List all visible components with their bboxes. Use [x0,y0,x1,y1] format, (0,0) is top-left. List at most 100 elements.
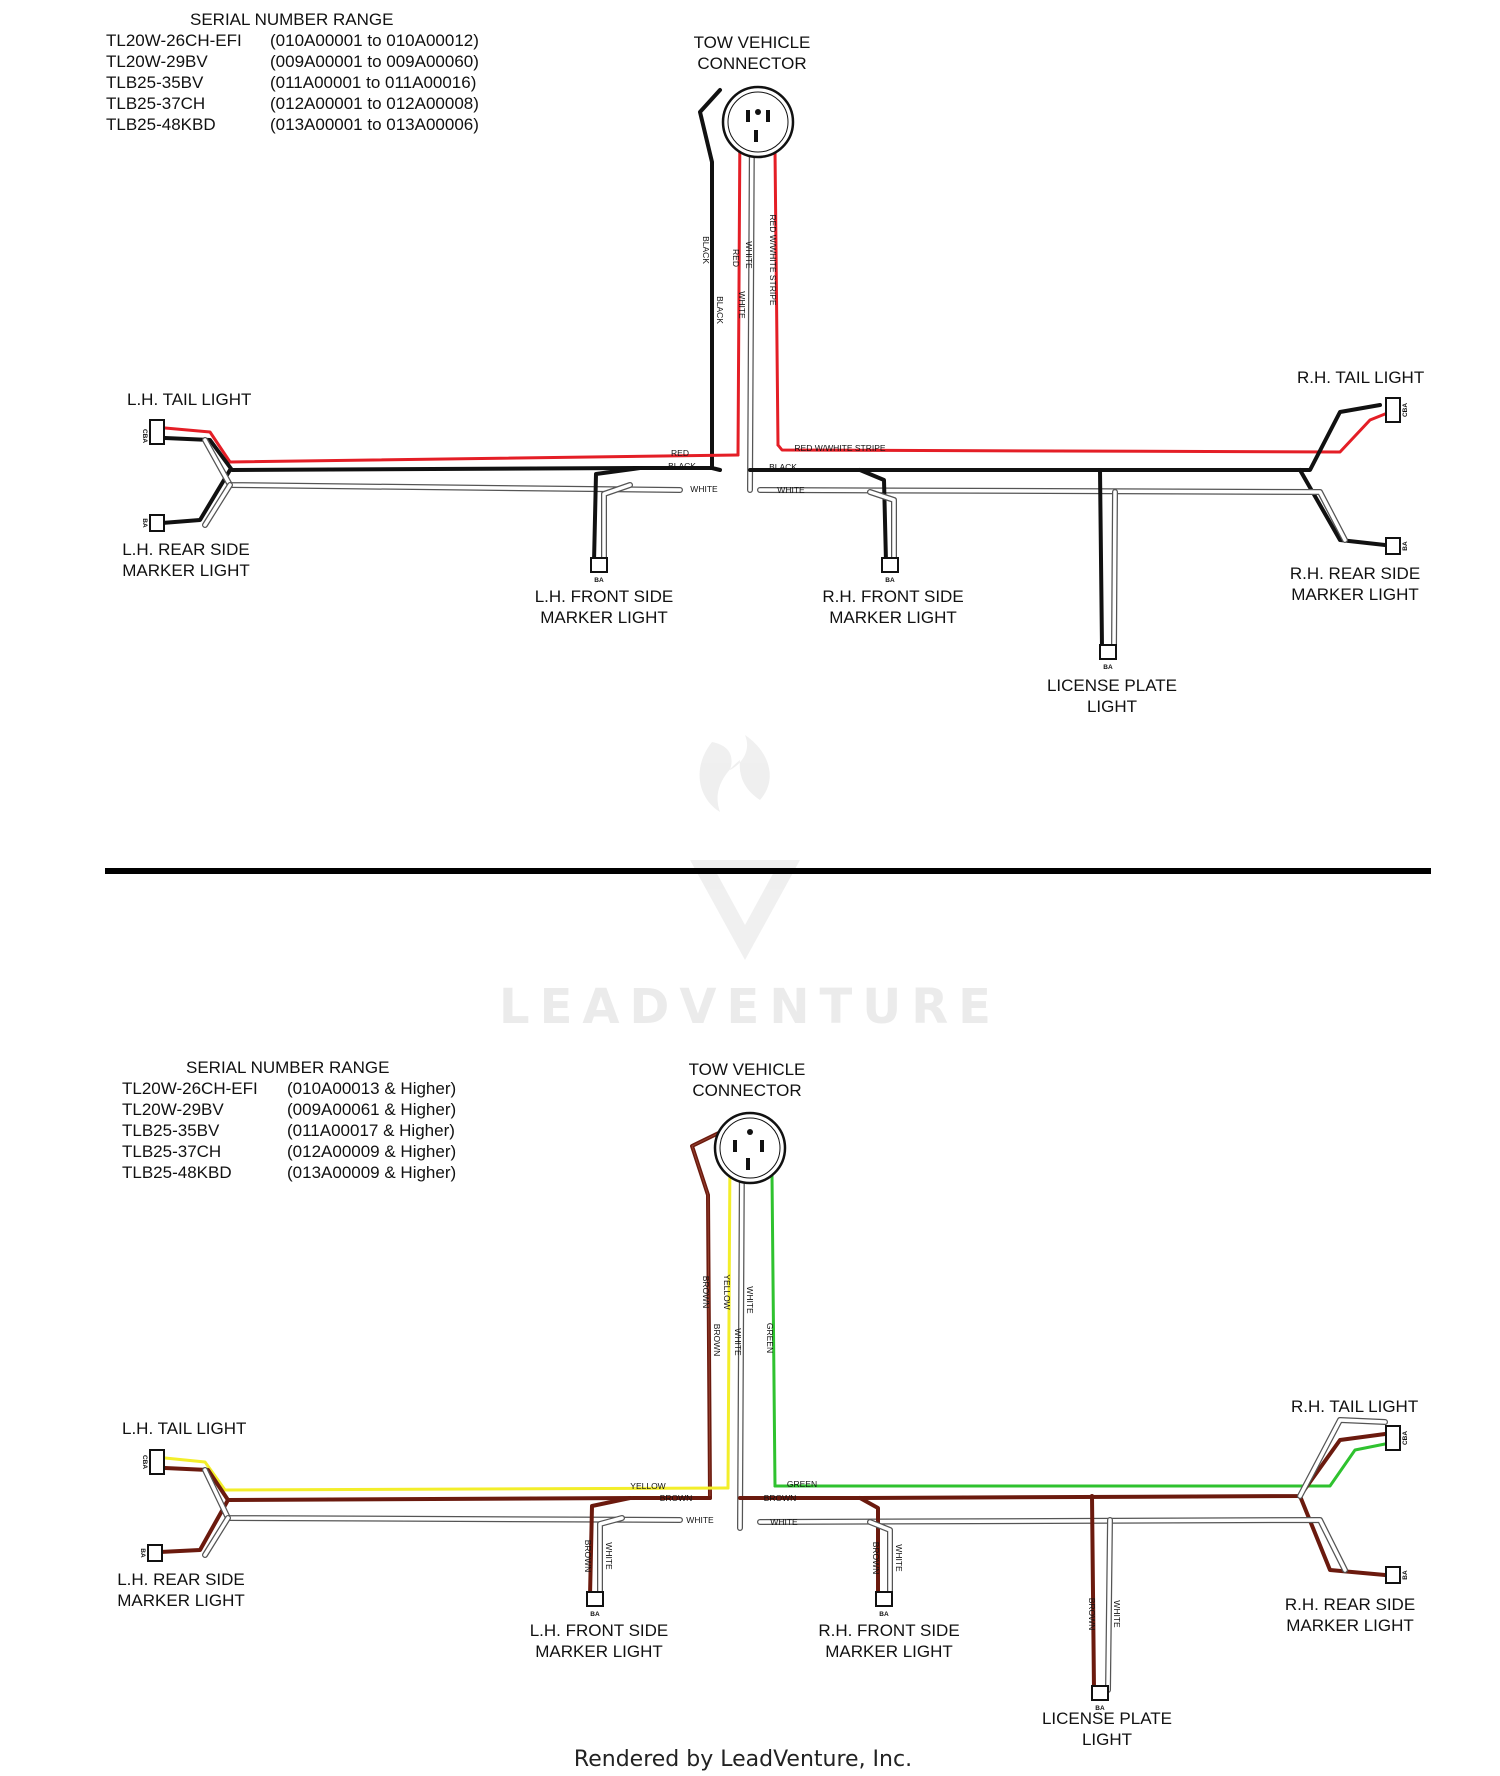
wire-label: WHITE [733,1328,743,1356]
svg-text:CBA: CBA [1402,403,1409,417]
tow-vehicle-connector [721,85,795,159]
rh-front-side-connector: BA [875,1591,893,1618]
license-plate-label: LIGHT [1087,697,1137,716]
wire-label: BROWN [660,1493,693,1503]
lh-front-side-label: L.H. FRONT SIDE [530,1621,669,1640]
footer-credit: Rendered by LeadVenture, Inc. [574,1747,912,1772]
rh-front-side-label: R.H. FRONT SIDE [822,587,963,606]
tow-connector-label: CONNECTOR [697,54,806,73]
wire-label: WHITE [737,291,747,319]
rh-rear-side-label: MARKER LIGHT [1291,585,1419,604]
svg-text:BA: BA [1402,541,1409,551]
serial-range: (010A00013 & Higher) [287,1079,456,1098]
rh-front-side-label: R.H. FRONT SIDE [818,1621,959,1640]
serial-model: TLB25-35BV [122,1121,220,1140]
svg-text:CBA: CBA [141,429,148,443]
serial-model: TL20W-26CH-EFI [122,1079,258,1098]
serial-range: (009A00061 & Higher) [287,1100,456,1119]
serial-range: (011A00017 & Higher) [287,1121,455,1140]
svg-text:CBA: CBA [141,1455,148,1469]
svg-text:BA: BA [885,577,895,584]
serial-model: TL20W-29BV [106,52,208,71]
rh-rear-side-connector: BA [1385,1566,1409,1584]
serial-model: TL20W-26CH-EFI [106,31,242,50]
wire-label: BLACK [769,462,797,472]
rh-front-side-label: MARKER LIGHT [829,608,957,627]
wire-label: WHITE [690,484,718,494]
license-plate-label: LICENSE PLATE [1047,676,1177,695]
serial-range: (010A00001 to 010A00012) [270,31,479,50]
wire-labels: BLACK BLACK RED WHITE WHITE RED W/WHITE … [668,214,886,495]
wire-label: RED [671,448,689,458]
lh-front-side-label: MARKER LIGHT [540,608,668,627]
wire-label: WHITE [744,241,754,269]
rh-front-side-connector: BA [881,557,899,584]
wire-labels: BROWN BROWN YELLOW WHITE WHITE GREEN YEL… [583,1274,1122,1630]
wire-label: RED W/WHITE STRIPE [768,214,778,305]
rh-rear-side-label: R.H. REAR SIDE [1290,564,1420,583]
rh-rear-side-label: R.H. REAR SIDE [1285,1595,1415,1614]
wire-label: YELLOW [722,1274,732,1309]
svg-text:BA: BA [879,1611,889,1618]
serial-range: (009A00001 to 009A00060) [270,52,479,71]
rh-tail-connector: CBA [1385,397,1409,423]
svg-text:BA: BA [1402,1570,1409,1580]
lh-front-side-label: L.H. FRONT SIDE [535,587,674,606]
leadventure-watermark-text: LEADVENTURE [499,979,1001,1035]
rh-front-side-label: MARKER LIGHT [825,1642,953,1661]
serial-range-heading: SERIAL NUMBER RANGE [186,1058,389,1077]
lh-rear-side-connector: BA [141,514,165,532]
wire-label: BROWN [712,1324,722,1357]
serial-model: TLB25-37CH [106,94,205,113]
lh-tail-connector: CBA [141,419,165,445]
tow-vehicle-connector [713,1111,787,1185]
lh-front-side-connector: BA [586,1591,604,1618]
license-plate-connector: BA [1099,644,1117,671]
license-plate-label: LICENSE PLATE [1042,1709,1172,1728]
wire-label: BROWN [1087,1598,1097,1631]
wire-label: RED W/WHITE STRIPE [794,443,885,453]
wire-label: BROWN [764,1493,797,1503]
wire-label: GREEN [787,1479,817,1489]
wire-harness [158,1123,1388,1693]
lh-tail-light-label: L.H. TAIL LIGHT [127,390,251,409]
svg-text:BA: BA [139,1548,146,1558]
lh-rear-side-label: MARKER LIGHT [122,561,250,580]
svg-text:BA: BA [141,518,148,528]
section-divider [105,868,1431,874]
serial-model: TLB25-48KBD [122,1163,232,1182]
svg-text:BA: BA [1103,664,1113,671]
leadventure-watermark-logo [690,735,800,960]
rh-tail-light-label: R.H. TAIL LIGHT [1291,1397,1418,1416]
lh-front-side-connector: BA [590,557,608,584]
lh-tail-connector: CBA [141,1449,165,1475]
rh-rear-side-label: MARKER LIGHT [1286,1616,1414,1635]
tow-connector-label: TOW VEHICLE [694,33,811,52]
wire-label: BLACK [715,296,725,324]
serial-range: (011A00001 to 011A00016) [270,73,476,92]
serial-range: (013A00009 & Higher) [287,1163,456,1182]
wire-label: YELLOW [630,1481,665,1491]
wire-label: WHITE [604,1542,614,1570]
svg-text:CBA: CBA [1402,1431,1409,1445]
diagram-early-serials: SERIAL NUMBER RANGE TL20W-26CH-EFI (010A… [106,10,1424,716]
serial-model: TLB25-48KBD [106,115,216,134]
serial-model: TLB25-37CH [122,1142,221,1161]
svg-text:BA: BA [1095,1705,1105,1712]
wire-label: WHITE [1112,1600,1122,1628]
license-plate-connector: BA [1091,1685,1109,1712]
wire-label: BLACK [668,461,696,471]
serial-model: TLB25-35BV [106,73,204,92]
serial-range: (012A00001 to 012A00008) [270,94,479,113]
svg-text:BA: BA [590,1611,600,1618]
lh-rear-side-connector: BA [139,1544,163,1562]
rh-tail-connector: CBA [1385,1425,1409,1451]
wire-label: BROWN [583,1540,593,1573]
wire-label: WHITE [745,1286,755,1314]
wire-label: WHITE [770,1517,798,1527]
serial-range: (013A00001 to 013A00006) [270,115,479,134]
serial-table: TL20W-26CH-EFI (010A00013 & Higher) TL20… [122,1079,456,1182]
wire-label: WHITE [686,1515,714,1525]
serial-model: TL20W-29BV [122,1100,224,1119]
